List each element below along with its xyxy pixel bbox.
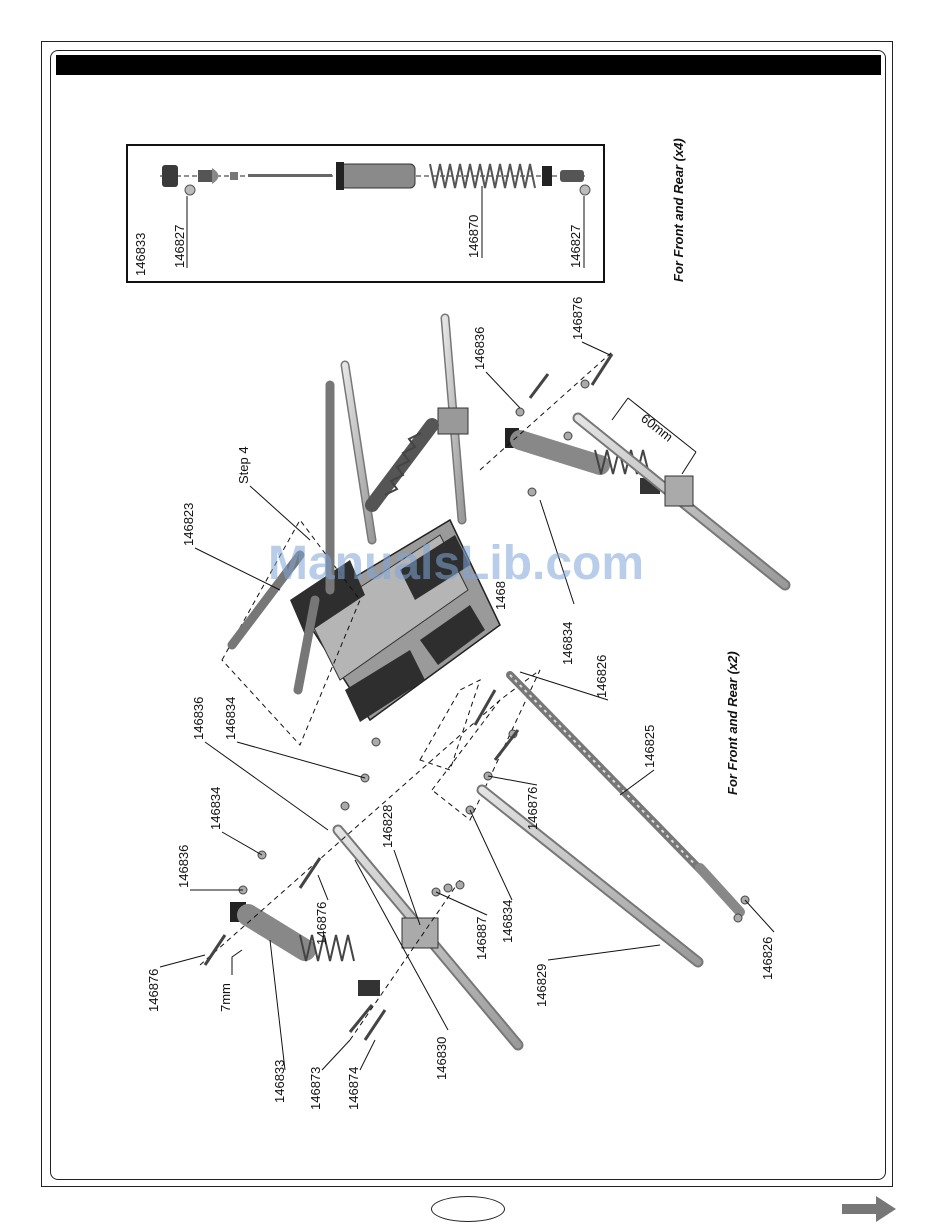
link-146825 bbox=[510, 675, 720, 890]
link-146825-end bbox=[700, 868, 740, 912]
screw bbox=[495, 730, 518, 760]
label-bot-146876: 146876 bbox=[525, 787, 540, 830]
screw bbox=[592, 354, 612, 385]
screw bbox=[300, 858, 320, 888]
inset-ball-end-right bbox=[580, 185, 590, 195]
spacer bbox=[581, 380, 589, 388]
leader-left-146834-lower bbox=[222, 832, 262, 855]
dim-60mm-tick-b bbox=[682, 452, 696, 474]
upper-shock bbox=[372, 425, 432, 505]
label-inset-146827-left: 146827 bbox=[172, 225, 187, 268]
leader-7mm bbox=[232, 950, 242, 975]
label-top-146836: 146836 bbox=[472, 327, 487, 370]
label-146825: 146825 bbox=[642, 725, 657, 768]
note-front-rear-x2: For Front and Rear (x2) bbox=[725, 651, 740, 795]
label-146887: 146887 bbox=[474, 917, 489, 960]
dim-60mm-tick-a bbox=[612, 398, 628, 420]
label-left-146876-outer: 146876 bbox=[146, 969, 161, 1012]
ball-stud bbox=[734, 914, 742, 922]
inset-body-collar bbox=[336, 162, 344, 190]
leader-bot-146834 bbox=[470, 810, 512, 900]
nut bbox=[444, 884, 452, 892]
screw bbox=[350, 1005, 372, 1032]
right-shock-body bbox=[520, 440, 600, 465]
label-left-146836-upper: 146836 bbox=[191, 697, 206, 740]
leader-left-146876 bbox=[160, 955, 205, 967]
label-left-146836-lower: 146836 bbox=[176, 845, 191, 888]
label-bot-146834: 146834 bbox=[500, 900, 515, 943]
label-inset-146827-right: 146827 bbox=[568, 225, 583, 268]
label-left-146834-upper: 146834 bbox=[223, 697, 238, 740]
screw bbox=[530, 374, 548, 398]
inset-piston bbox=[198, 170, 212, 182]
axle-mount-146828 bbox=[402, 918, 438, 948]
inset-shaft bbox=[248, 174, 332, 177]
leader-top-146836 bbox=[486, 372, 520, 408]
leader-146874 bbox=[360, 1040, 375, 1070]
leader-step4 bbox=[250, 486, 310, 540]
spacer bbox=[341, 802, 349, 810]
label-146873: 146873 bbox=[308, 1067, 323, 1110]
label-bot-146833: 146833 bbox=[272, 1060, 287, 1103]
arrow-right-icon[interactable] bbox=[842, 1196, 896, 1222]
leader-bot-146826 bbox=[745, 900, 774, 932]
leader-left-146876-inner bbox=[318, 875, 328, 900]
inset-shock-body bbox=[340, 164, 415, 188]
label-146823: 146823 bbox=[181, 503, 196, 546]
leader-146829 bbox=[548, 945, 660, 960]
spacer bbox=[564, 432, 572, 440]
spacer bbox=[516, 408, 524, 416]
leader-left-146836-upper bbox=[205, 742, 328, 830]
left-shock bbox=[230, 902, 380, 996]
right-axle-mount bbox=[665, 476, 693, 506]
note-front-rear-x4: For Front and Rear (x4) bbox=[671, 138, 686, 282]
label-left-146834-lower: 146834 bbox=[208, 787, 223, 830]
leader-lines bbox=[160, 342, 774, 1070]
label-60mm: 60mm bbox=[638, 411, 676, 445]
label-146874: 146874 bbox=[346, 1067, 361, 1110]
inset-spring-retainer bbox=[542, 166, 552, 186]
upper-link-2-highlight bbox=[345, 365, 372, 540]
center-link bbox=[510, 675, 740, 912]
page-number-oval bbox=[431, 1196, 505, 1222]
spacer bbox=[372, 738, 380, 746]
screw bbox=[205, 935, 225, 965]
watermark: ManualsLib.com bbox=[268, 537, 644, 590]
leader-left-146834-upper bbox=[237, 742, 365, 778]
leader-146825 bbox=[620, 770, 654, 795]
label-mid-146826: 146826 bbox=[594, 655, 609, 698]
shock-inset: 146833 146827 146870 146827 bbox=[127, 145, 604, 282]
left-shock-body bbox=[248, 915, 305, 950]
label-7mm: 7mm bbox=[218, 983, 233, 1012]
label-inset-146833: 146833 bbox=[133, 233, 148, 276]
label-bot-146826: 146826 bbox=[760, 937, 775, 980]
inset-oring bbox=[230, 172, 238, 180]
inset-ball-end-left bbox=[185, 185, 195, 195]
spacer bbox=[528, 488, 536, 496]
arrow-right-shape bbox=[842, 1196, 896, 1222]
label-146828: 146828 bbox=[380, 805, 395, 848]
left-shock-end bbox=[358, 980, 380, 996]
inset-shock-cap bbox=[162, 165, 178, 187]
leader-bot-146876 bbox=[488, 776, 537, 785]
label-step-4: Step 4 bbox=[236, 446, 251, 484]
label-top-146876: 146876 bbox=[570, 297, 585, 340]
label-left-146876-inner: 146876 bbox=[314, 902, 329, 945]
leader-top-146876 bbox=[582, 342, 610, 355]
leader-146873 bbox=[322, 1040, 350, 1070]
label-mid-146834: 146834 bbox=[560, 622, 575, 665]
upper-mount-block bbox=[438, 408, 468, 434]
leader-bot-146833 bbox=[270, 940, 285, 1070]
inset-rod-end bbox=[560, 170, 584, 182]
label-inset-146870: 146870 bbox=[466, 215, 481, 258]
label-146830: 146830 bbox=[434, 1037, 449, 1080]
nut bbox=[456, 881, 464, 889]
label-146829: 146829 bbox=[534, 964, 549, 1007]
